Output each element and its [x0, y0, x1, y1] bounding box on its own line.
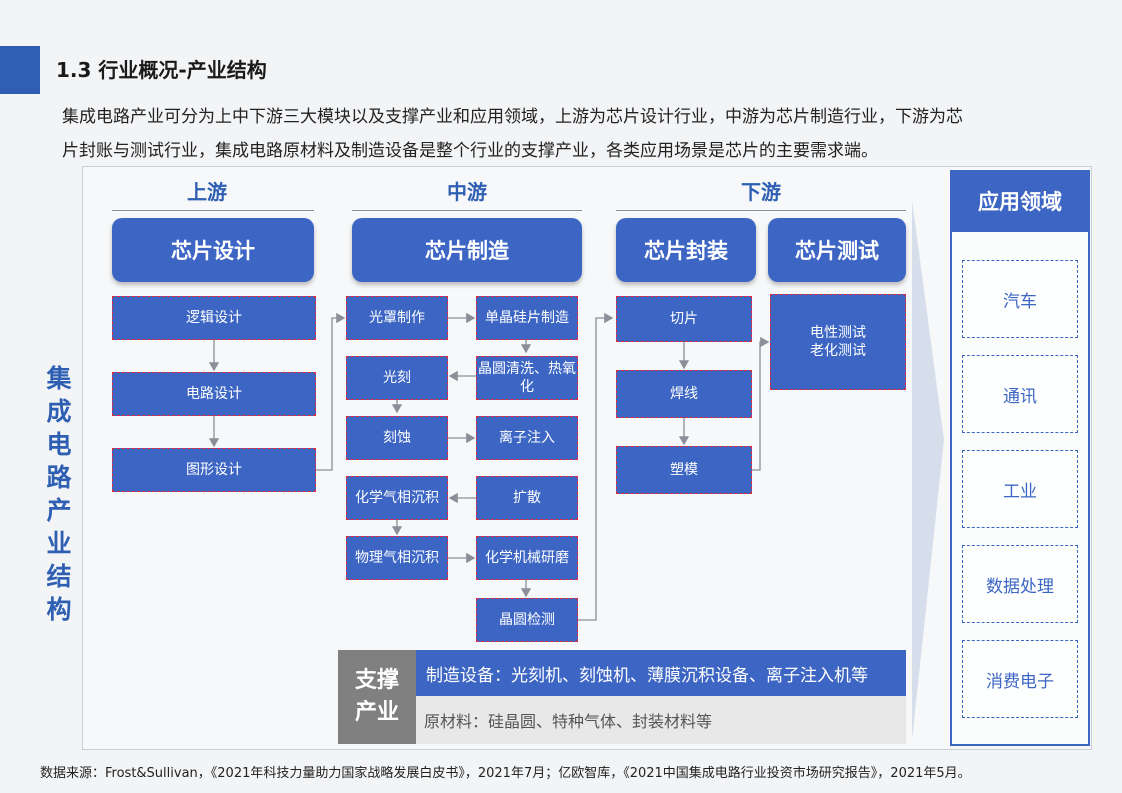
main-package: 芯片封装: [616, 218, 756, 282]
mfg-step-diffusion: 扩散: [476, 476, 578, 520]
support-title: 支撑产业: [338, 650, 416, 744]
test-steps: 电性测试 老化测试: [770, 294, 906, 390]
section-midstream: 中游: [447, 180, 487, 204]
test-step-burn-in: 老化测试: [810, 343, 866, 359]
support-materials: 原材料：硅晶圆、特种气体、封装材料等: [416, 696, 906, 744]
source-note: 数据来源：Frost&Sullivan，《2021年科技力量助力国家战略发展白皮…: [40, 766, 971, 781]
mfg-step-etching: 刻蚀: [346, 416, 448, 460]
mfg-step-silicon-wafer: 单晶硅片制造: [476, 296, 578, 340]
design-step-circuit: 电路设计: [112, 372, 316, 416]
main-manufacture: 芯片制造: [352, 218, 582, 282]
application-industrial: 工业: [962, 450, 1078, 528]
application-data-processing: 数据处理: [962, 545, 1078, 623]
mfg-step-cvd: 化学气相沉积: [346, 476, 448, 520]
mfg-step-lithography: 光刻: [346, 356, 448, 400]
side-label-char: 电: [46, 430, 72, 459]
side-label-char: 集: [46, 364, 72, 393]
mfg-step-ion-implant: 离子注入: [476, 416, 578, 460]
package-step-dicing: 切片: [616, 296, 752, 342]
support-equipment: 制造设备：光刻机、刻蚀机、薄膜沉积设备、离子注入机等: [416, 650, 906, 696]
application-automotive: 汽车: [962, 260, 1078, 338]
mfg-step-cmp: 化学机械研磨: [476, 536, 578, 580]
mfg-step-photomask: 光罩制作: [346, 296, 448, 340]
support-title-line: 产业: [354, 700, 399, 725]
mfg-step-wafer-inspection: 晶圆检测: [476, 598, 578, 642]
section-line-downstream: [616, 210, 906, 211]
design-step-layout: 图形设计: [112, 448, 316, 492]
intro-line-1: 集成电路产业可分为上中下游三大模块以及支撑产业和应用领域，上游为芯片设计行业，中…: [62, 107, 963, 127]
side-label-char: 成: [46, 397, 72, 426]
section-downstream: 下游: [741, 180, 781, 204]
application-telecom: 通讯: [962, 355, 1078, 433]
title-accent-bar: [0, 46, 40, 94]
page-title: 1.3 行业概况-产业结构: [56, 58, 267, 82]
test-step-electrical: 电性测试: [810, 325, 866, 341]
side-label-char: 构: [46, 595, 72, 624]
intro-line-2: 片封账与测试行业，集成电路原材料及制造设备是整个行业的支撑产业，各类应用场景是芯…: [62, 141, 878, 161]
applications-title: 应用领域: [950, 170, 1090, 232]
package-step-molding: 塑模: [616, 446, 752, 494]
main-design: 芯片设计: [112, 218, 314, 282]
section-line-midstream: [352, 210, 582, 211]
mfg-step-cleaning-oxidation: 晶圆清洗、热氧化: [476, 356, 578, 400]
design-step-logic: 逻辑设计: [112, 296, 316, 340]
section-line-upstream: [112, 210, 314, 211]
intro-text: 集成电路产业可分为上中下游三大模块以及支撑产业和应用领域，上游为芯片设计行业，中…: [62, 100, 1062, 168]
side-label-char: 结: [46, 562, 72, 591]
side-label-char: 业: [46, 529, 72, 558]
section-upstream: 上游: [187, 180, 227, 204]
application-consumer-electronics: 消费电子: [962, 640, 1078, 718]
side-label: 集成电路产业结构: [42, 362, 76, 626]
side-label-char: 产: [46, 496, 72, 525]
main-test: 芯片测试: [768, 218, 906, 282]
mfg-step-pvd: 物理气相沉积: [346, 536, 448, 580]
side-label-char: 路: [46, 463, 72, 492]
package-step-wire-bonding: 焊线: [616, 370, 752, 418]
support-title-line: 支撑: [354, 668, 399, 693]
